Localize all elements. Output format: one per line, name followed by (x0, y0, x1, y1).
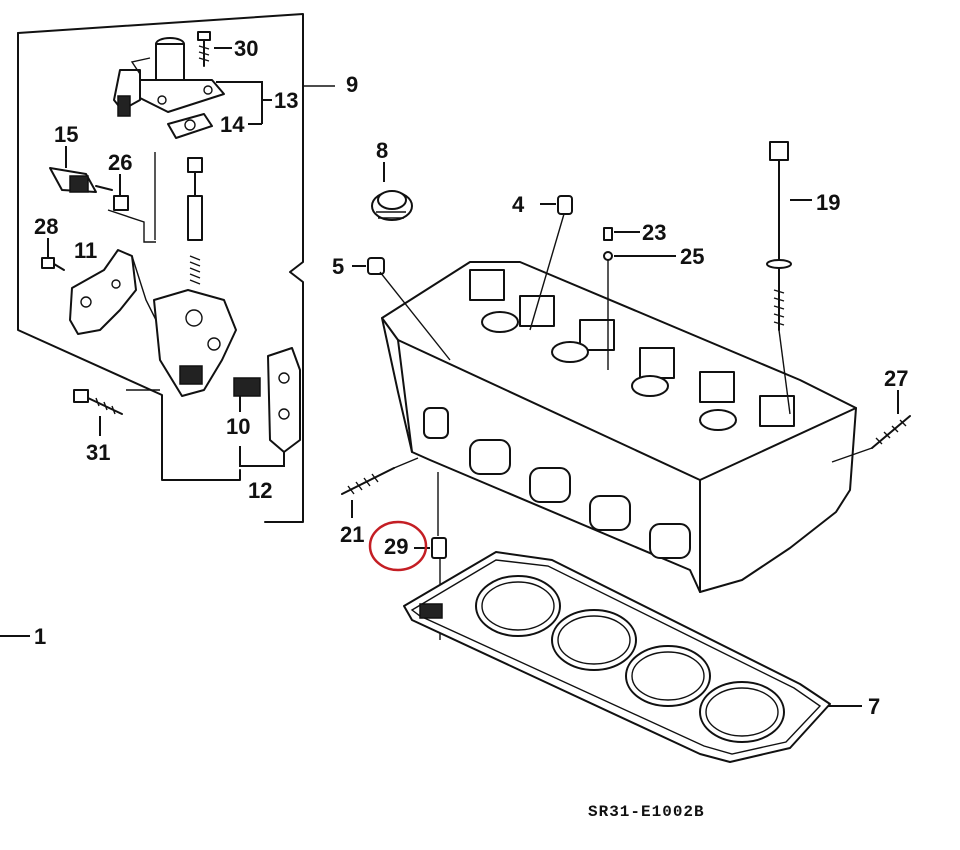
callout-21: 21 (340, 522, 364, 547)
callout-7: 7 (868, 694, 880, 719)
callout-4: 4 (512, 192, 525, 217)
subassembly-frame (17, 13, 335, 523)
callout-13: 13 (274, 88, 298, 113)
callout-23: 23 (642, 220, 666, 245)
part-12-gasket (239, 347, 301, 467)
callout-11: 11 (74, 238, 97, 263)
callout-8: 8 (376, 138, 388, 163)
cylinder-head (381, 261, 857, 593)
part-11-bracket (69, 249, 161, 335)
part-4-plug (529, 195, 573, 331)
part-5-plug (352, 257, 451, 361)
callout-25: 25 (680, 244, 704, 269)
part-19-head-bolt (766, 141, 812, 415)
callout-26: 26 (108, 150, 132, 175)
callout-9: 9 (346, 72, 358, 97)
part-7-head-gasket (403, 551, 862, 763)
part-28-bolt (41, 238, 65, 271)
part-27-stud (831, 390, 911, 463)
callout-10: 10 (226, 414, 250, 439)
callout-29: 29 (384, 534, 408, 559)
callout-1: 1 (34, 624, 46, 649)
part-15-pressure-switch (49, 146, 113, 193)
callout-12: 12 (248, 478, 272, 503)
part-26-plug (107, 152, 156, 243)
callout-5: 5 (332, 254, 344, 279)
part-21-stud (341, 457, 419, 518)
part-23-bolt (603, 227, 640, 241)
callout-15: 15 (54, 122, 78, 147)
callout-27: 27 (884, 366, 908, 391)
callout-31: 31 (86, 440, 110, 465)
drawing-code: SR31-E1002B (588, 803, 705, 821)
callout-labels: 30 9 13 14 15 26 28 11 10 31 12 8 4 5 23… (34, 36, 908, 719)
part-8-cap (371, 162, 413, 221)
callout-14: 14 (220, 112, 245, 137)
callout-30: 30 (234, 36, 258, 61)
highlight-circle-part-29 (368, 520, 428, 572)
part-14-gasket (167, 113, 213, 139)
spool-valve-body (153, 157, 237, 397)
callout-28: 28 (34, 214, 58, 239)
part-25-washer (603, 251, 676, 370)
part-10-filter (233, 377, 261, 412)
part-30-bolt (197, 31, 232, 67)
part-13-solenoid (113, 37, 272, 125)
part-31-bolt (73, 389, 160, 436)
callout-19: 19 (816, 190, 840, 215)
